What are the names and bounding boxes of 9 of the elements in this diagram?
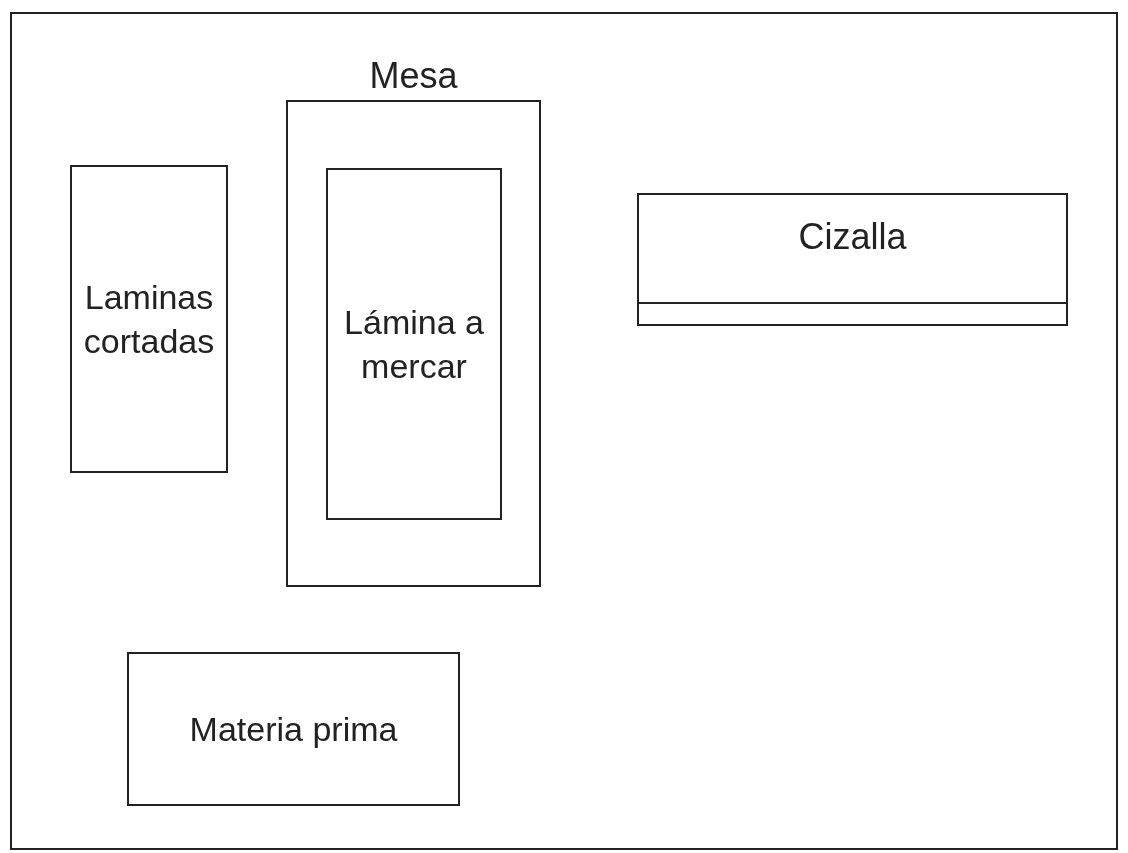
machine-label: Cizalla <box>798 217 907 257</box>
area-box <box>127 652 460 806</box>
table-label: Mesa <box>369 56 458 96</box>
shear-machine-box <box>637 193 1068 326</box>
area-box <box>326 168 502 520</box>
area-box <box>70 165 228 473</box>
area-label: Lámina a mercar <box>343 302 485 387</box>
area-label: Laminas cortadas <box>82 277 216 362</box>
area-label: Materia prima <box>189 709 398 750</box>
